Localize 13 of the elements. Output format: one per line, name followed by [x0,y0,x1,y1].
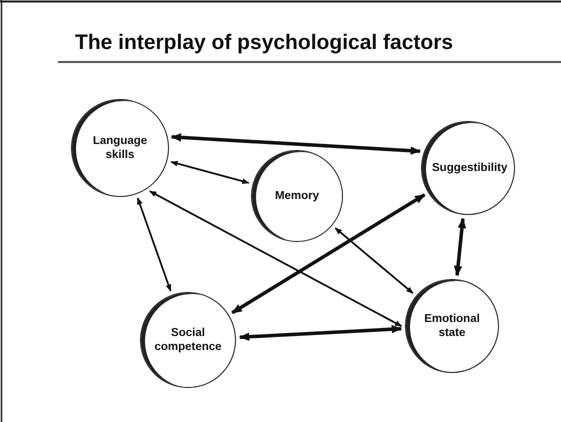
factor-label: Memory [274,188,320,204]
double-arrow [136,197,172,292]
factor-label: Emotional state [423,312,481,340]
factor-label: Social competence [153,326,223,354]
double-arrow [231,193,426,314]
double-arrow [334,227,414,294]
double-arrow [149,190,402,327]
factor-label: Language skills [92,134,148,162]
double-arrow [238,325,402,341]
double-arrow [170,160,250,184]
slide-title: The interplay of psychological factors [75,31,454,55]
double-arrow [170,133,422,155]
double-arrow [454,218,466,276]
